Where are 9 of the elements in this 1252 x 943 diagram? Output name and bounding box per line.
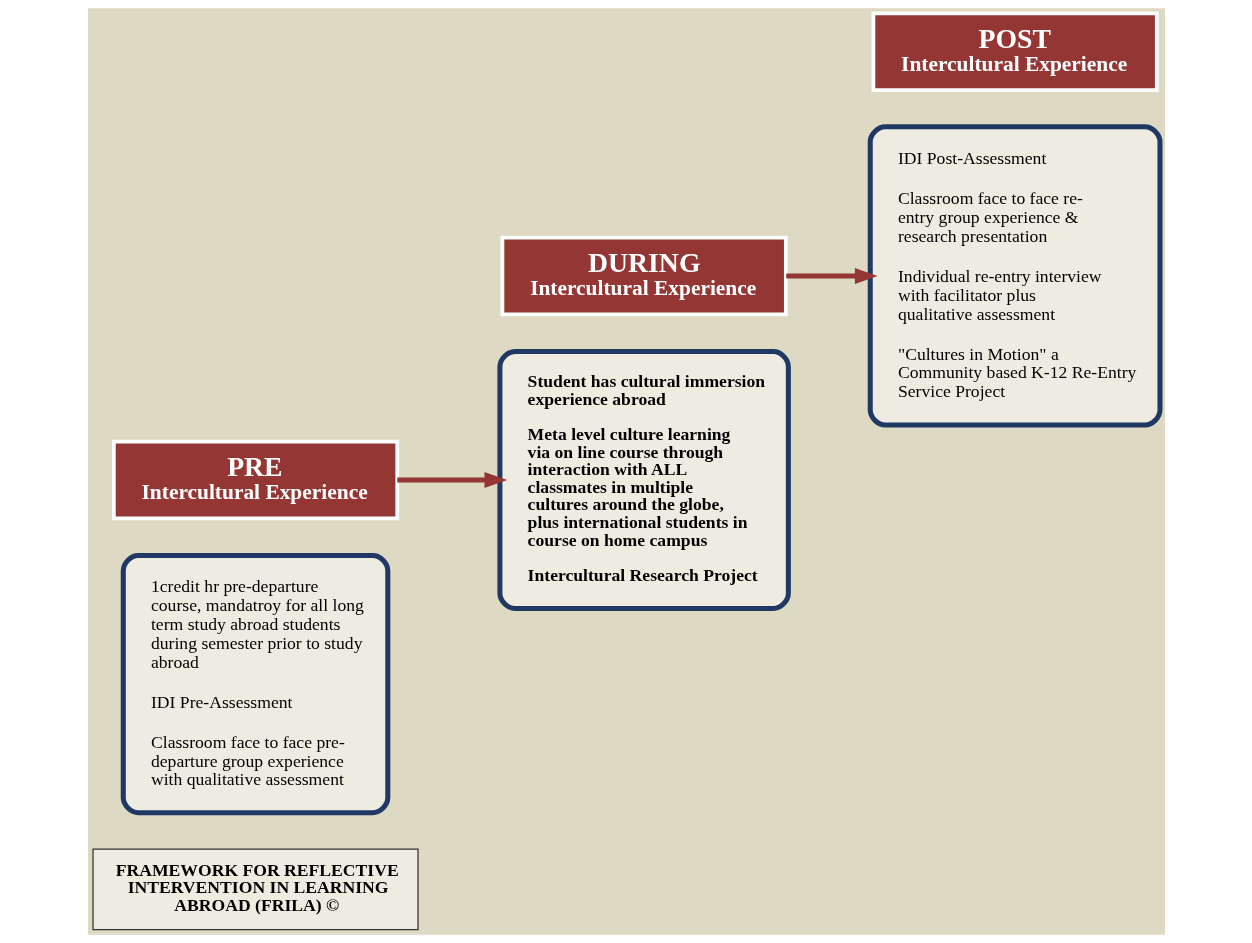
node-box: DURING Intercultural Experience bbox=[500, 235, 788, 317]
node-box: FRAMEWORK FOR REFLECTIVE INTERVENTION IN LEARNING ABROAD (FRILA) © bbox=[91, 848, 419, 931]
node-box: Student has cultural immersion experience abroad Meta level culture learning via on line course through interaction with ALL classmates in multiple cultures around the globe, plus international students in course on home campus Intercultural Research Project bbox=[496, 349, 791, 611]
node-box: POST Intercultural Experience bbox=[871, 11, 1159, 93]
arrow bbox=[785, 267, 878, 284]
node-box: 1credit hr pre-departure course, mandatroy for all long term study abroad students during semester prior to study abroad IDI Pre-Assessment Classroom face to face pre-departure group experience with qualitative assessment bbox=[120, 552, 390, 816]
node-box: PRE Intercultural Experience bbox=[111, 439, 399, 521]
node-box: IDI Post-Assessment Classroom face to face re-entry group experience & research presentation Individual re-entry interview with facilitator plus qualitative assessment "Cultures in Motion" a Community based K-12 Re-Entry Service Project bbox=[867, 124, 1162, 428]
arrow bbox=[396, 472, 507, 488]
